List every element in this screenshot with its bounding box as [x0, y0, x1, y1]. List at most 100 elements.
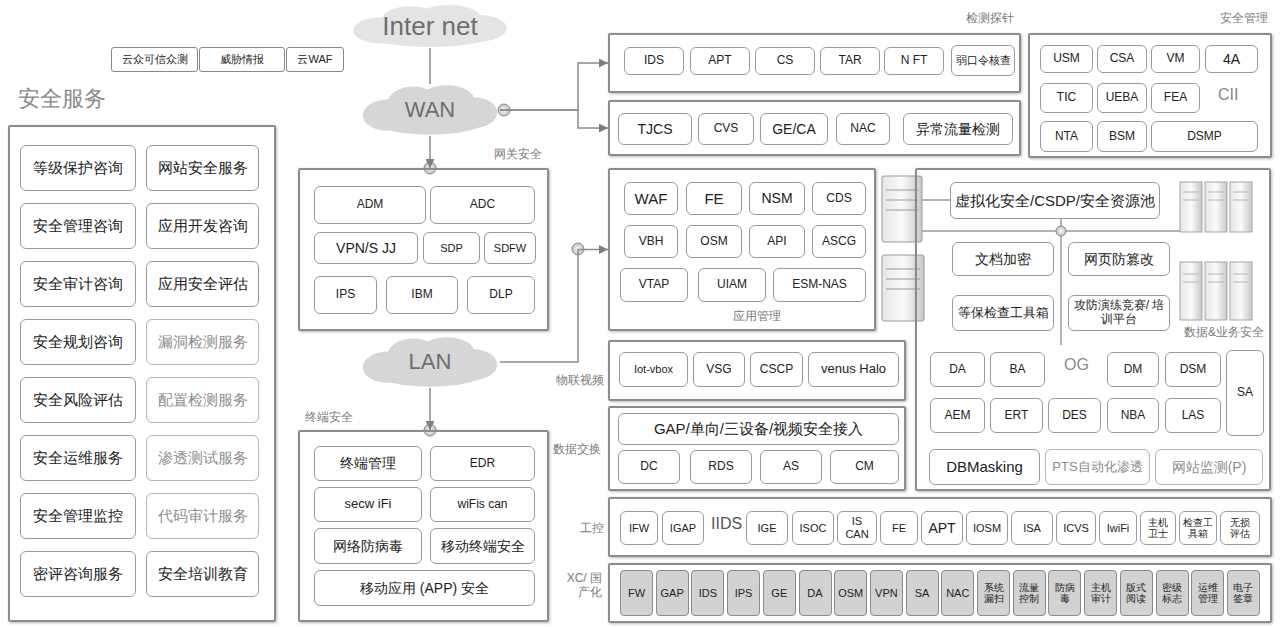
product-box: IwiFi — [1099, 511, 1137, 545]
box-label: RDS — [708, 460, 733, 474]
product-box: RDS — [690, 450, 752, 484]
panel-heading: 网关安全 — [494, 148, 542, 162]
box-label: GAP/单向/三设备/视频安全接入 — [654, 420, 863, 437]
product-box: 移动应用 (APP) 安全 — [314, 570, 535, 606]
product-box: IFW — [620, 511, 658, 545]
box-label: GE/CA — [772, 121, 816, 137]
box-label: IFW — [629, 522, 649, 535]
box-label: ASCG — [822, 235, 856, 249]
product-box: venus Halo — [808, 352, 899, 387]
product-box: ADM — [314, 186, 426, 224]
product-box: SDFW — [484, 232, 536, 264]
box-label: CSCP — [760, 363, 793, 377]
product-box: ERT — [990, 398, 1043, 433]
product-chip: 运维 管理 — [1191, 570, 1224, 616]
product-box: APT — [690, 47, 750, 75]
group-panel: 工控IFWIGAPIGEISOCIS CANFEAPTIOSMISAICVSIw… — [608, 497, 1272, 557]
box-label: DBMasking — [946, 458, 1023, 475]
box-label: DM — [1124, 363, 1143, 377]
product-box: 网络防病毒 — [314, 528, 422, 564]
product-chip: IDS — [691, 570, 724, 616]
box-label: 等保检查工具箱 — [958, 306, 1049, 321]
product-box: 应用开发咨询 — [146, 203, 259, 249]
box-label: DC — [640, 460, 657, 474]
product-chip: 主机 审计 — [1084, 570, 1117, 616]
product-box: ISA — [1011, 511, 1053, 545]
product-box: CS — [755, 47, 815, 75]
group-panel: TJCSCVSGE/CANAC异常流量检测 — [608, 100, 1021, 156]
product-box: 主机 卫士 — [1140, 511, 1176, 545]
product-box: ASCG — [812, 225, 866, 258]
product-box: 漏洞检测服务 — [146, 319, 259, 365]
product-box: IGAP — [662, 511, 704, 545]
panel-heading: 应用管理 — [733, 310, 781, 324]
product-box: ADC — [430, 186, 535, 224]
box-label: IDS — [644, 54, 664, 68]
box-label: ICVS — [1063, 522, 1089, 535]
box-label: IPS — [735, 587, 753, 600]
product-box: 等级保护咨询 — [20, 145, 136, 191]
box-label: ADM — [357, 198, 384, 212]
group-panel: 数据&业务安全虚拟化安全/CSDP/安全资源池文档加密网页防篡改等保检查工具箱攻… — [915, 168, 1271, 491]
product-box: NBA — [1107, 398, 1159, 433]
product-box: AEM — [930, 398, 985, 433]
product-box: WAF — [624, 182, 678, 215]
product-box: VBH — [624, 225, 678, 258]
product-chip: SA — [906, 570, 939, 616]
box-label: FE — [704, 190, 723, 207]
product-box: IOSM — [966, 511, 1008, 545]
box-label: 网站安全服务 — [158, 159, 248, 176]
box-label: VM — [1167, 52, 1185, 66]
box-label: APT — [708, 54, 731, 68]
box-label: 漏洞检测服务 — [158, 333, 248, 350]
box-label: APT — [928, 520, 955, 536]
product-box: TAR — [820, 47, 880, 75]
product-box: IBM — [386, 276, 458, 314]
product-box: 文档加密 — [952, 242, 1054, 276]
product-box: CVS — [698, 113, 754, 145]
box-label: wiFis can — [457, 498, 507, 512]
box-label: VPN/S JJ — [336, 240, 396, 256]
box-label: 主机 卫士 — [1144, 517, 1172, 540]
box-label: secw iFi — [345, 497, 392, 512]
group-panel: XC/ 国产化FWGAPIDSIPSGEDAOSMVPNSANAC系统 漏扫流量… — [608, 563, 1272, 623]
product-chip: NAC — [941, 570, 974, 616]
product-chip: FW — [620, 570, 653, 616]
product-box: 终端管理 — [314, 446, 422, 481]
product-box: 网站安全服务 — [146, 145, 259, 191]
product-chip: GAP — [656, 570, 689, 616]
product-box: IPS — [314, 276, 377, 314]
product-box: 弱口令核查 — [951, 45, 1015, 76]
product-chip: IPS — [727, 570, 760, 616]
product-chip: 系统 漏扫 — [977, 570, 1010, 616]
box-label: 安全管理咨询 — [33, 217, 123, 234]
product-box: VTAP — [620, 268, 688, 302]
box-label: 安全审计咨询 — [33, 275, 123, 292]
product-box: DES — [1048, 398, 1101, 433]
server-rack-icon — [1180, 182, 1252, 320]
product-box: 渗透测试服务 — [146, 435, 259, 481]
product-box: N FT — [884, 47, 944, 75]
panel-heading: 数据交换 — [553, 443, 601, 457]
box-label: ADC — [470, 198, 495, 212]
product-box: OSM — [686, 225, 742, 258]
box-label: NAC — [850, 122, 875, 136]
product-box: IGE — [746, 511, 788, 545]
product-box: DC — [618, 450, 680, 484]
box-label: GAP — [661, 587, 684, 600]
box-label: TIC — [1057, 91, 1076, 105]
box-label: ISA — [1023, 522, 1041, 535]
free-label: OG — [1064, 356, 1089, 374]
box-label: NBA — [1121, 409, 1146, 423]
box-label: TJCS — [638, 121, 673, 137]
box-label: VSG — [706, 363, 731, 377]
box-label: SDFW — [494, 242, 526, 255]
product-box: 威胁情报 — [199, 47, 285, 72]
product-box: GE/CA — [760, 113, 828, 145]
box-label: 网络防病毒 — [333, 538, 403, 554]
product-box: 等保检查工具箱 — [952, 295, 1054, 331]
cloud-label: Inter net — [382, 11, 477, 42]
box-label: 安全管理监控 — [33, 507, 123, 524]
box-label: PTS自动化渗透 — [1052, 460, 1142, 475]
box-label: CS — [777, 54, 794, 68]
